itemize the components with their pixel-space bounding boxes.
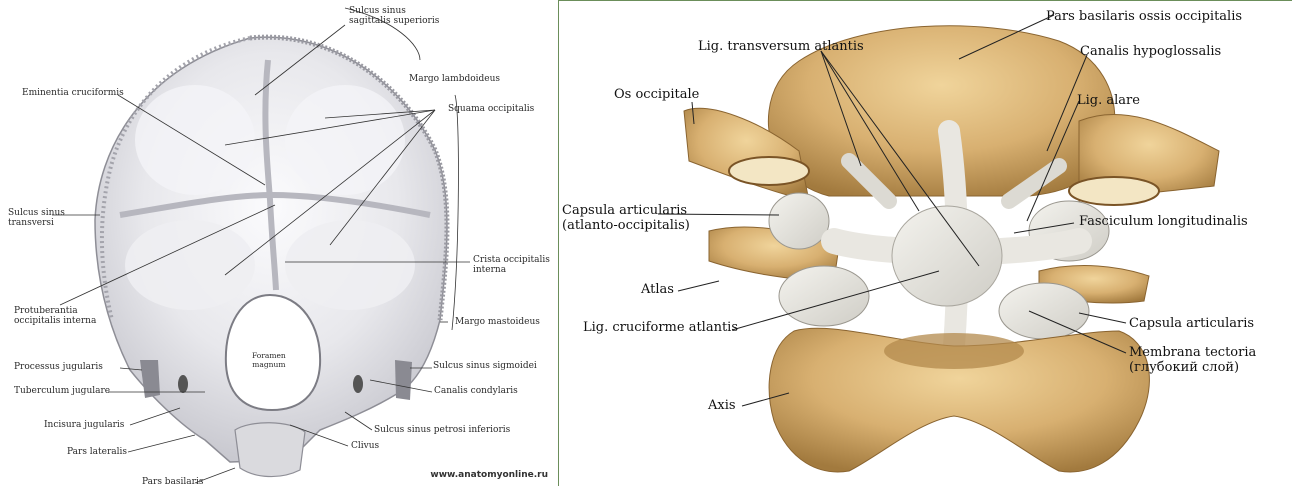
bone-section-right bbox=[1069, 177, 1159, 205]
label-lig-alare: Lig. alare bbox=[1077, 94, 1140, 109]
label-pars-basilaris-left: Pars basilaris bbox=[142, 477, 203, 486]
label-capsula-atlanto-occipitalis: Capsula articularis (atlanto-occipitalis… bbox=[562, 204, 690, 234]
label-crista-occipitalis: Crista occipitalis interna bbox=[473, 255, 550, 276]
label-axis: Axis bbox=[708, 399, 736, 414]
processus-jugularis-right bbox=[395, 360, 412, 400]
label-squama-occipitalis: Squama occipitalis bbox=[448, 104, 534, 114]
label-canalis-hypoglossalis: Canalis hypoglossalis bbox=[1080, 45, 1221, 60]
ligaments-illustration bbox=[559, 1, 1292, 486]
label-foramen-magnum: Foramen magnum bbox=[252, 352, 286, 369]
label-pars-basilaris-ossis: Pars basilaris ossis occipitalis bbox=[1046, 10, 1242, 25]
label-tuberculum-jugulare: Tuberculum jugulare bbox=[14, 386, 110, 396]
dens-base bbox=[884, 333, 1024, 369]
label-atlas: Atlas bbox=[641, 283, 674, 298]
label-lig-cruciforme: Lig. cruciforme atlantis bbox=[583, 321, 738, 336]
canalis-condylaris-left bbox=[178, 375, 188, 393]
lig-cruciforme-center bbox=[892, 206, 1002, 306]
label-sulcus-sinus-sagittalis: Sulcus sinus sagittalis superioris bbox=[349, 6, 439, 27]
label-canalis-condylaris: Canalis condylaris bbox=[434, 386, 518, 396]
label-lig-transversum: Lig. transversum atlantis bbox=[698, 40, 864, 55]
canalis-condylaris-right bbox=[353, 375, 363, 393]
capsula-lower-left bbox=[779, 266, 869, 326]
label-pars-lateralis: Pars lateralis bbox=[67, 447, 127, 457]
label-processus-jugularis: Processus jugularis bbox=[14, 362, 103, 372]
label-sulcus-sinus-petrosi: Sulcus sinus petrosi inferioris bbox=[374, 425, 510, 435]
pars-basilaris-shape bbox=[235, 423, 305, 477]
occipital-bone-illustration bbox=[0, 0, 558, 486]
label-margo-mastoideus: Margo mastoideus bbox=[455, 317, 540, 327]
occipital-bone-panel: Sulcus sinus sagittalis superioris Margo… bbox=[0, 0, 558, 486]
label-incisura-jugularis: Incisura jugularis bbox=[44, 420, 124, 430]
label-membrana-tectoria: Membrana tectoria (глубокий слой) bbox=[1129, 346, 1256, 376]
label-margo-lambdoideus: Margo lambdoideus bbox=[409, 74, 500, 84]
label-os-occipitale: Os occipitale bbox=[614, 88, 699, 103]
watermark: www.anatomyonline.ru bbox=[430, 470, 548, 480]
label-fasciculum-longitudinalis: Fasciculum longitudinalis bbox=[1079, 215, 1248, 230]
bone-section-left bbox=[729, 157, 809, 185]
label-sulcus-sinus-transversi: Sulcus sinus transversi bbox=[8, 208, 65, 229]
label-capsula-articularis: Capsula articularis bbox=[1129, 317, 1254, 332]
label-clivus: Clivus bbox=[351, 441, 379, 451]
craniovertebral-ligaments-panel: Pars basilaris ossis occipitalis Lig. tr… bbox=[558, 0, 1292, 486]
label-eminentia-cruciformis: Eminentia cruciformis bbox=[22, 88, 124, 98]
capsula-atlanto-occipitalis bbox=[769, 193, 829, 249]
label-sulcus-sinus-sigmoidei: Sulcus sinus sigmoidei bbox=[433, 361, 537, 371]
label-protuberantia: Protuberantia occipitalis interna bbox=[14, 306, 96, 327]
